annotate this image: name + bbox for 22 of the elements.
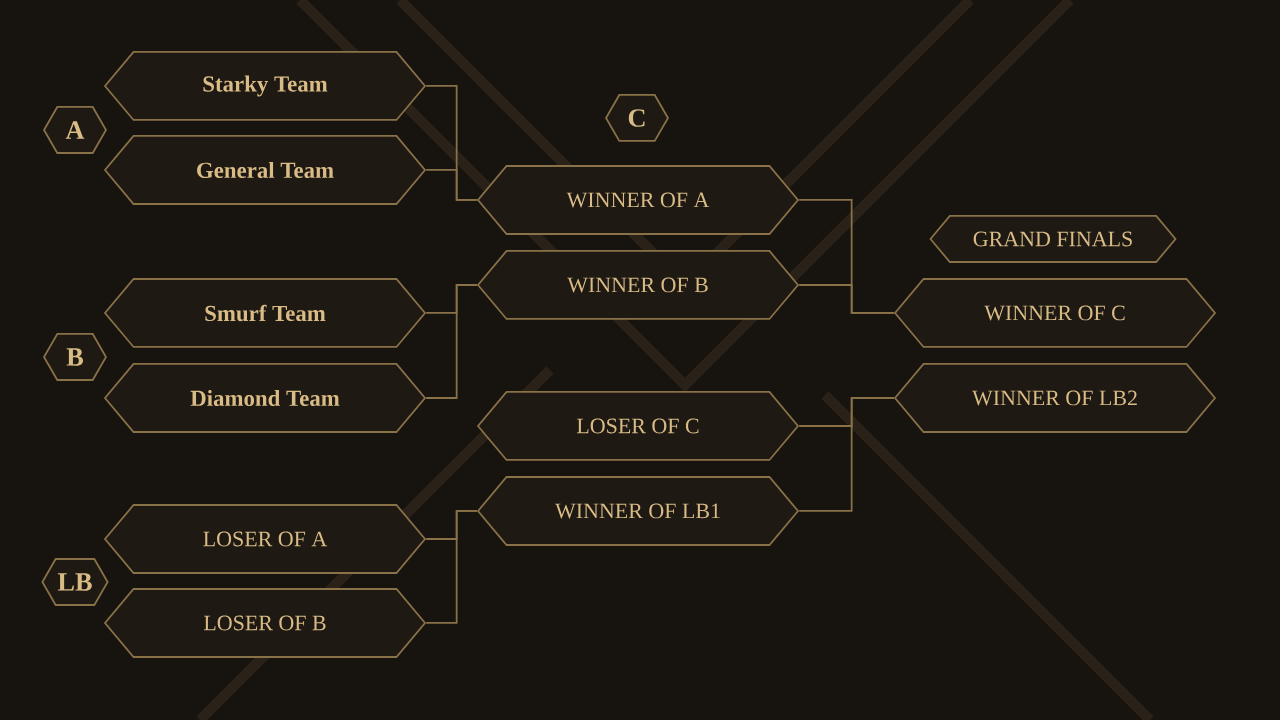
group-hexagon: C <box>605 94 670 142</box>
bracket-line <box>425 169 478 201</box>
bracket-line <box>798 284 895 314</box>
match-box: LOSER OF C <box>476 391 800 461</box>
match-box: WINNER OF A <box>476 165 800 235</box>
bracket-line <box>798 397 895 512</box>
team-box: General Team <box>103 135 427 205</box>
stage-hexagon: GRAND FINALS <box>929 215 1177 263</box>
group-hexagon: A <box>43 106 107 154</box>
match-box: LOSER OF B <box>103 588 427 658</box>
team-box: Diamond Team <box>103 363 427 433</box>
group-hexagon: LB <box>41 558 109 606</box>
team-box: Starky Team <box>103 51 427 121</box>
match-box: LOSER OF A <box>103 504 427 574</box>
group-hexagon: B <box>43 333 107 381</box>
match-box: WINNER OF LB1 <box>476 476 800 546</box>
bracket-line <box>425 284 478 399</box>
match-box: WINNER OF LB2 <box>893 363 1217 433</box>
match-box: WINNER OF C <box>893 278 1217 348</box>
match-box: WINNER OF B <box>476 250 800 320</box>
bracket-line <box>425 510 478 624</box>
team-box: Smurf Team <box>103 278 427 348</box>
